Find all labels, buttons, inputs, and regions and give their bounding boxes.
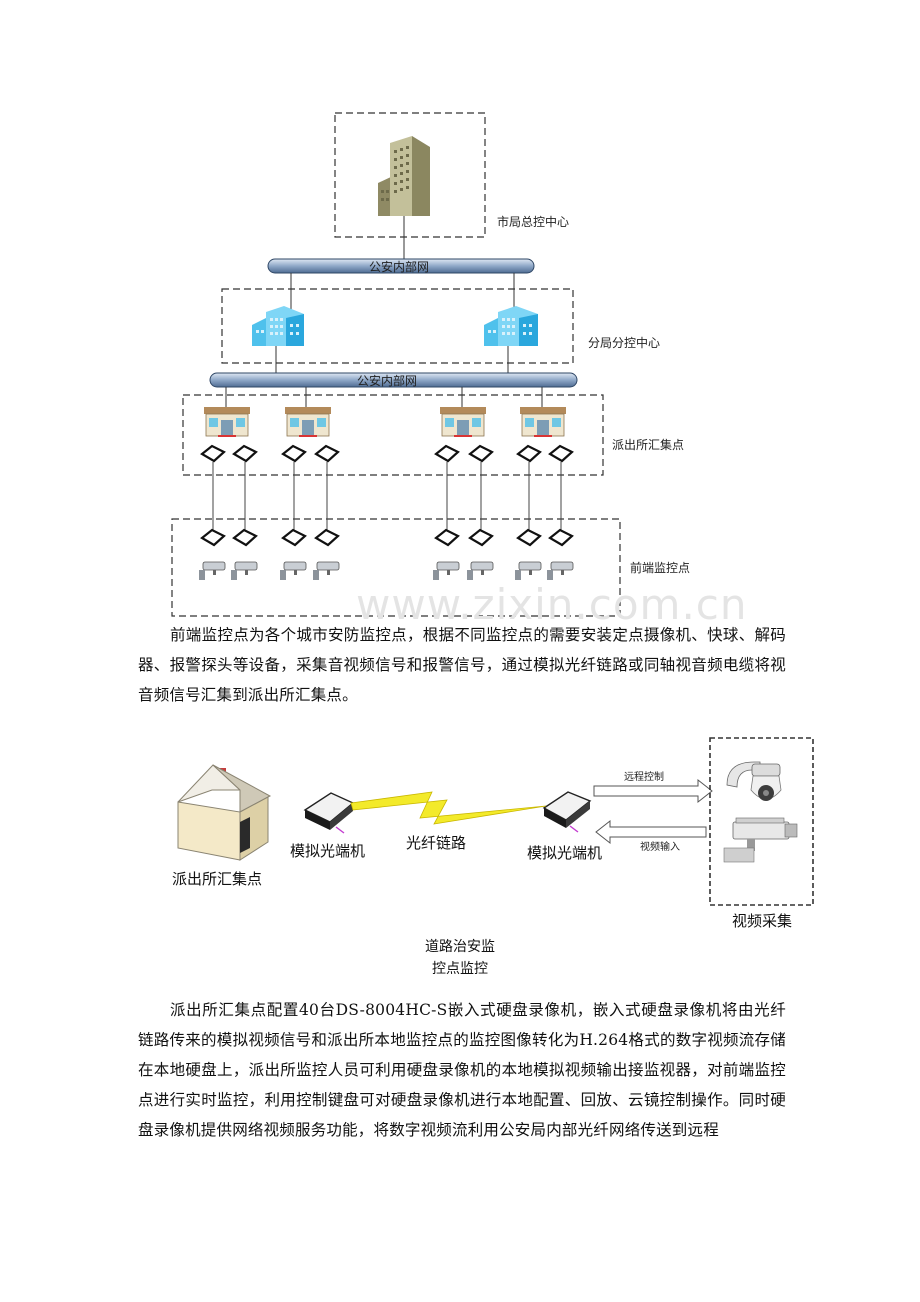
box-camera-icon [723,817,798,863]
network-upper-label: 公安内部网 [369,260,430,274]
paragraph-station: 派出所汇集点配置40台DS-8004HC-S嵌入式硬盘录像机，嵌入式硬盘录像机将… [138,995,786,1145]
caption-line-1: 道路治安监 [425,939,495,955]
video-capture-box [709,737,814,906]
camera-icons [199,561,574,580]
remote-control-label: 远程控制 [624,772,664,783]
frontend-transceiver-icons [200,528,574,547]
link-label: 光纤链路 [406,834,467,852]
house-label: 派出所汇集点 [172,870,263,888]
network-topology-diagram [171,112,621,617]
police-station-icon-2 [285,407,331,437]
branch-center-label: 分局分控中心 [588,336,661,350]
station-box [182,394,604,476]
branch-building-icon-right [484,306,538,346]
lower-network-pipe [209,372,578,388]
fiber-link-bolt [350,791,547,825]
paragraph-frontend: 前端监控点为各个城市安防监控点，根据不同监控点的需要安装定点摄像机、快球、解码器… [138,620,786,710]
fiber-link-diagram [177,737,814,906]
video-input-label: 视频输入 [640,842,680,853]
city-center-label: 市局总控中心 [497,215,570,229]
police-station-icon-4 [520,407,566,437]
right-optical-transceiver-icon [542,791,592,833]
frontend-point-label: 前端监控点 [630,561,691,575]
left-device-label: 模拟光端机 [290,842,366,860]
police-station-icon-3 [440,407,486,437]
station-point-label: 派出所汇集点 [612,438,685,452]
hq-building-icon [378,136,430,216]
police-station-icon-1 [204,407,250,437]
left-optical-transceiver-icon [303,792,355,834]
branch-building-icon-left [252,306,304,346]
station-transceiver-icons [200,444,574,463]
branch-center-box [221,288,574,364]
right-device-label: 模拟光端机 [527,844,603,862]
city-center-box [334,112,486,238]
video-capture-label: 视频采集 [732,912,793,930]
upper-network-pipe [267,258,535,274]
network-lower-label: 公安内部网 [357,374,418,388]
paragraph-text: 派出所汇集点配置40台DS-8004HC-S嵌入式硬盘录像机，嵌入式硬盘录像机将… [138,1001,786,1139]
caption-line-2: 控点监控 [432,961,488,977]
watermark: www.zixin.com.cn [356,580,748,629]
house-icon [177,764,272,861]
frontend-box [171,518,621,617]
video-input-arrow-icon [595,819,707,845]
remote-control-arrow-icon [593,778,713,804]
dome-camera-icon [726,761,782,801]
diagram2-caption: 道路治安监 控点监控 [370,936,550,980]
paragraph-text: 前端监控点为各个城市安防监控点，根据不同监控点的需要安装定点摄像机、快球、解码器… [138,626,786,704]
